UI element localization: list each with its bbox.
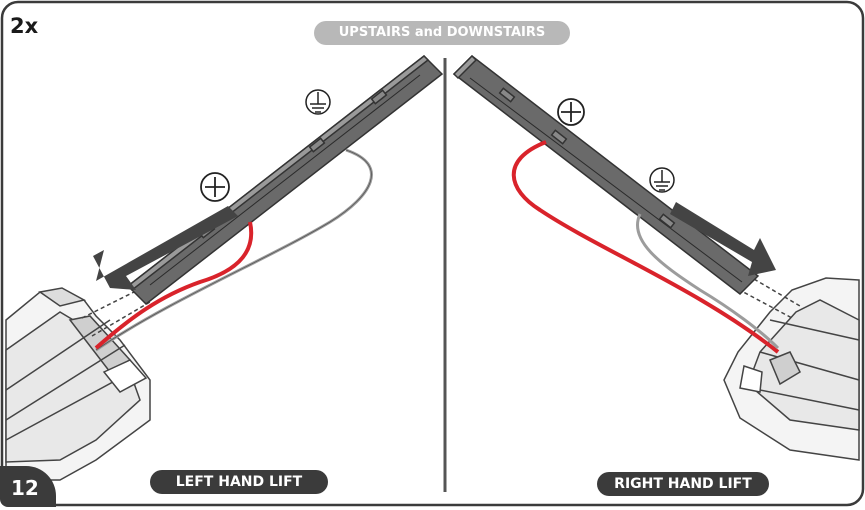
- left-cable-live: [94, 221, 254, 350]
- left-hand-lift-label: LEFT HAND LIFT: [150, 470, 328, 494]
- right-cable-live: [511, 140, 780, 354]
- left-panel: [5, 55, 444, 481]
- right-cable-earth: [636, 213, 780, 350]
- plus-icon: [557, 98, 585, 126]
- right-hand-lift-label: RIGHT HAND LIFT: [597, 472, 769, 496]
- right-panel: [452, 54, 860, 461]
- left-guide-lines: [81, 289, 151, 337]
- quantity-label: 2x: [10, 14, 39, 38]
- left-cable-earth-outline: [95, 149, 372, 351]
- right-guide-lines: [731, 271, 801, 319]
- right-arrow-icon: [670, 202, 776, 276]
- ground-icon: [305, 89, 331, 115]
- right-profile: [723, 277, 860, 461]
- page-title: UPSTAIRS and DOWNSTAIRS: [314, 21, 570, 45]
- plus-icon: [200, 172, 230, 202]
- right-rail: [452, 54, 760, 295]
- left-arrow-icon: [93, 206, 238, 290]
- ground-icon: [649, 167, 675, 193]
